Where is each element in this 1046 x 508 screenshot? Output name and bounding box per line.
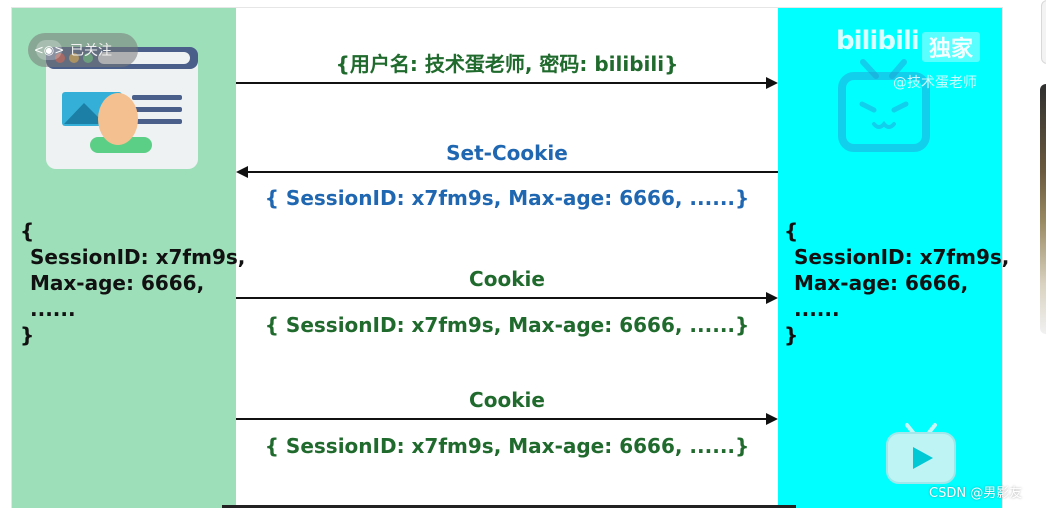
side-thumbnail-photo[interactable] xyxy=(1040,84,1046,334)
eye-icon: <◉> xyxy=(36,40,62,60)
server-store-close: } xyxy=(784,322,1009,348)
cookie-arrow-2 xyxy=(236,418,768,420)
cookie-label-2: Cookie xyxy=(236,388,778,412)
client-store-close: } xyxy=(20,322,245,348)
cookie-payload-1: { SessionID: x7fm9s, Max-age: 6666, ....… xyxy=(236,313,778,337)
csdn-credit: CSDN @男影友 xyxy=(929,482,1022,501)
client-store-maxage: Max-age: 6666, xyxy=(20,270,245,296)
server-store-open: { xyxy=(784,218,1009,244)
cookie-label-1: Cookie xyxy=(236,267,778,291)
server-store-maxage: Max-age: 6666, xyxy=(784,270,1009,296)
follow-label: 已关注 xyxy=(70,40,112,60)
set-cookie-arrowhead xyxy=(236,166,248,178)
client-store-ellipsis: ...... xyxy=(20,296,245,322)
side-thumbnail[interactable] xyxy=(1041,0,1046,64)
login-arrowhead xyxy=(766,77,778,89)
follow-button[interactable]: <◉> 已关注 xyxy=(28,33,138,67)
server-session-store: { SessionID: x7fm9s, Max-age: 6666, ....… xyxy=(784,218,1009,348)
set-cookie-label: Set-Cookie xyxy=(236,141,778,165)
cookie-payload-2: { SessionID: x7fm9s, Max-age: 6666, ....… xyxy=(236,434,778,458)
login-arrow xyxy=(236,82,768,84)
client-store-open: { xyxy=(20,218,245,244)
set-cookie-payload: { SessionID: x7fm9s, Max-age: 6666, ....… xyxy=(236,186,778,210)
server-store-session: SessionID: x7fm9s, xyxy=(784,244,1009,270)
cookie-arrowhead-1 xyxy=(766,292,778,304)
server-store-ellipsis: ...... xyxy=(784,296,1009,322)
client-store-session: SessionID: x7fm9s, xyxy=(20,244,245,270)
login-message-label: {用户名: 技术蛋老师, 密码: bilibili} xyxy=(236,48,778,77)
set-cookie-arrow xyxy=(246,171,778,173)
client-cookie-store: { SessionID: x7fm9s, Max-age: 6666, ....… xyxy=(20,218,245,348)
bilibili-watermark: bilibili xyxy=(836,26,919,56)
cookie-arrow-1 xyxy=(236,297,768,299)
watermark-handle: @技术蛋老师 xyxy=(893,72,977,92)
play-icon[interactable] xyxy=(885,421,957,485)
cookie-arrowhead-2 xyxy=(766,413,778,425)
bilibili-tv-icon xyxy=(838,52,930,154)
exclusive-badge: 独家 xyxy=(922,32,980,62)
